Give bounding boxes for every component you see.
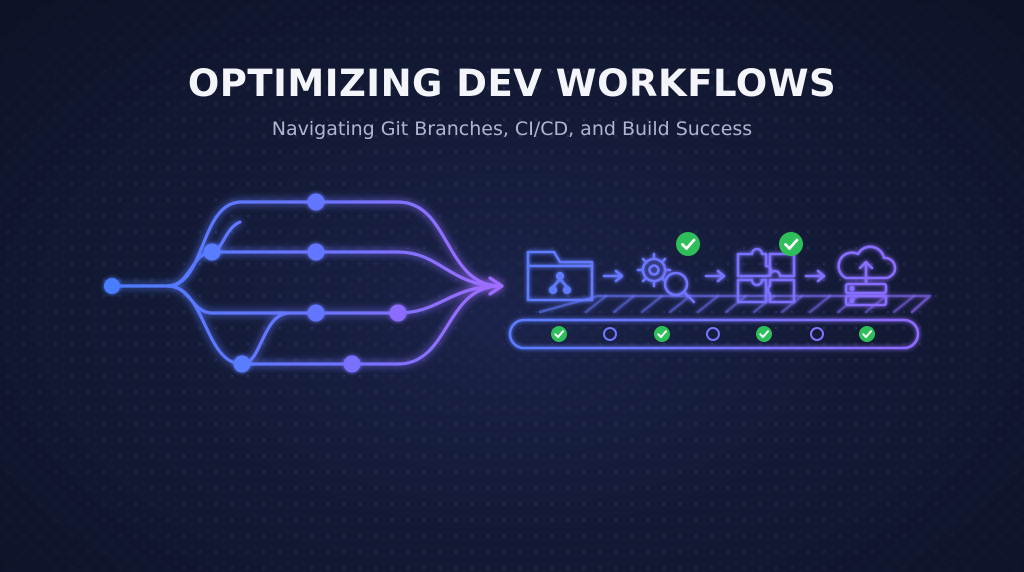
conveyor-roller-icon [706,327,720,341]
commit-node [389,304,407,322]
commit-node [104,278,120,294]
branch-lower [166,284,502,315]
conveyor-success-check-icon [858,325,876,343]
commit-node [233,355,251,373]
cloud-upload-server-icon [837,245,897,307]
commit-nodes [104,193,407,373]
stage-success-check-icon [674,230,702,258]
conveyor-success-check-icon [550,325,568,343]
branch-bottom [166,284,502,366]
branch-arrow [488,276,504,296]
conveyor-success-check-icon [755,325,773,343]
commit-node [203,243,221,261]
arrow-right-icon [704,269,726,283]
conveyor-roller-icon [603,327,617,341]
branch-upper [166,250,502,288]
commit-node [307,243,325,261]
git-branch-graph-icon [110,200,504,366]
page-subtitle: Navigating Git Branches, CI/CD, and Buil… [271,118,753,140]
stage-success-check-icon [777,230,805,258]
branch-top [166,200,502,288]
commit-node [307,193,325,211]
commit-node [343,355,361,373]
arrow-right-icon [602,269,624,283]
conveyor-belt [508,294,932,350]
conveyor-roller-icon [810,327,824,341]
conveyor-indicators [550,325,876,343]
branch-loop [240,311,292,366]
pipeline-stages [526,245,897,307]
puzzle-pieces-icon [736,247,796,304]
commit-node [307,304,325,322]
folder-git-icon [526,250,594,302]
page-title: OPTIMIZING DEV WORKFLOWS [187,62,837,105]
conveyor-success-check-icon [653,325,671,343]
arrow-right-icon [804,269,826,283]
